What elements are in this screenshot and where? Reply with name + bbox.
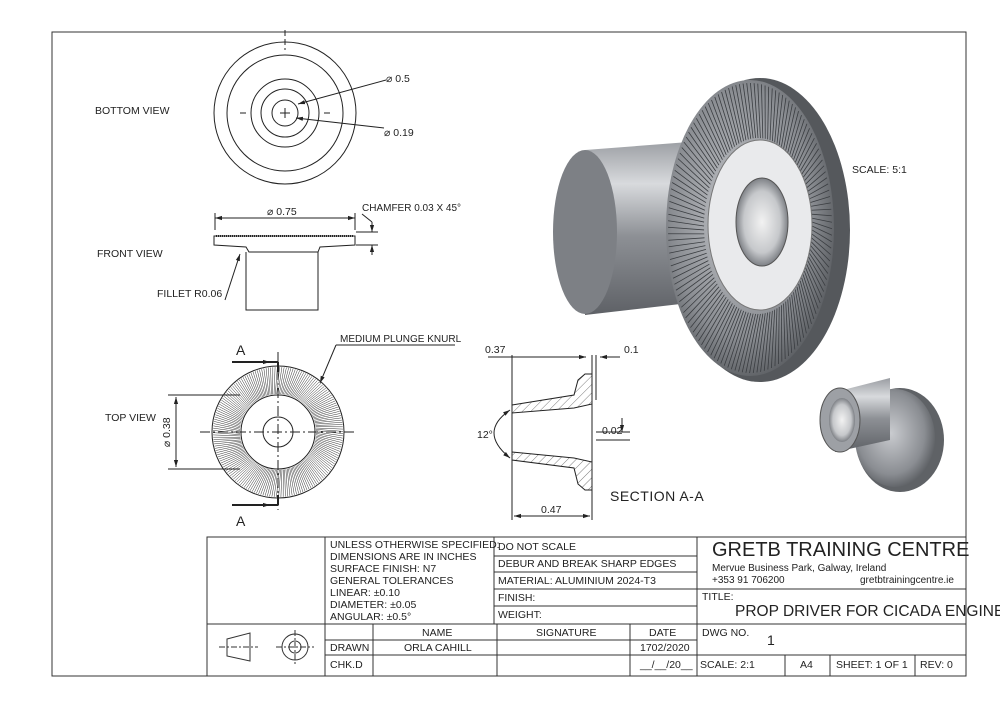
company-address: Mervue Business Park, Galway, Ireland: [712, 563, 887, 574]
row-drawn-role: DRAWN: [330, 642, 370, 654]
title-block-grid: [206, 536, 967, 677]
dim-01: 0.1: [624, 344, 639, 356]
note-line: DIMENSIONS ARE IN INCHES: [330, 551, 477, 563]
header-date: DATE: [649, 627, 677, 639]
dim-dia-019: ⌀ 0.19: [384, 127, 414, 139]
bottom-view-label: BOTTOM VIEW: [95, 105, 170, 117]
company-name: GRETB TRAINING CENTRE: [712, 539, 970, 561]
revision: REV: 0: [920, 659, 953, 671]
header-name: NAME: [422, 627, 453, 639]
front-view-label: FRONT VIEW: [97, 248, 163, 260]
front-view-drawing: [213, 213, 378, 311]
projection-symbol: [219, 630, 314, 664]
note-line: SURFACE FINISH: N7: [330, 563, 437, 575]
dim-fillet: FILLET R0.06: [157, 288, 223, 300]
header-signature: SIGNATURE: [536, 627, 597, 639]
dim-12deg: 12°: [477, 429, 493, 441]
row-drawn-date: 1702/2020: [640, 642, 690, 654]
section-marker-a-bottom: A: [236, 513, 246, 529]
dim-002: 0.02: [602, 425, 623, 437]
dim-dia-038: ⌀ 0.38: [160, 417, 173, 448]
isometric-render-large: [553, 78, 850, 382]
dwg-no-value: 1: [767, 632, 775, 648]
dim-dia-05: ⌀ 0.5: [386, 73, 410, 85]
dim-chamfer: CHAMFER 0.03 X 45°: [362, 203, 462, 214]
title-label: TITLE:: [702, 591, 734, 603]
paper-size: A4: [800, 659, 813, 671]
scale-value: SCALE: 2:1: [700, 659, 755, 671]
scale-note: SCALE: 5:1: [852, 164, 907, 176]
isometric-render-small: [819, 378, 944, 492]
sheet-number: SHEET: 1 OF 1: [836, 659, 908, 671]
row-checked-role: CHK.D: [330, 659, 363, 671]
spec-weight: WEIGHT:: [498, 609, 542, 621]
row-checked-date: __/__/20__: [640, 659, 693, 671]
drawing-title: PROP DRIVER FOR CICADA ENGINE: [735, 603, 1000, 620]
dim-037: 0.37: [485, 344, 506, 356]
knurl-ring: [212, 366, 344, 498]
section-marker-a-top: A: [236, 342, 246, 358]
company-website: gretbtrainingcentre.ie: [860, 575, 954, 586]
dim-047: 0.47: [541, 504, 562, 516]
note-line: UNLESS OTHERWISE SPECIFIED:: [330, 539, 500, 551]
note-line: GENERAL TOLERANCES: [330, 575, 454, 587]
dim-dia-075: ⌀ 0.75: [267, 206, 297, 218]
top-view-label: TOP VIEW: [105, 412, 156, 424]
spec-material: MATERIAL: ALUMINIUM 2024-T3: [498, 575, 656, 587]
section-view-drawing: [488, 354, 630, 520]
dwg-no-label: DWG NO.: [702, 627, 750, 639]
note-line: LINEAR: ±0.10: [330, 587, 400, 599]
spec-finish: FINISH:: [498, 592, 536, 604]
section-label: SECTION A-A: [610, 488, 705, 504]
dim-knurl: MEDIUM PLUNGE KNURL: [340, 334, 462, 345]
spec-do-not-scale: DO NOT SCALE: [498, 541, 576, 553]
spec-debur: DEBUR AND BREAK SHARP EDGES: [498, 558, 677, 570]
bottom-view-drawing: [213, 30, 387, 185]
row-drawn-name: ORLA CAHILL: [404, 642, 472, 654]
note-line: DIAMETER: ±0.05: [330, 599, 417, 611]
note-line: ANGULAR: ±0.5°: [330, 611, 412, 623]
company-phone: +353 91 706200: [712, 575, 785, 586]
top-view-drawing: [168, 344, 455, 510]
